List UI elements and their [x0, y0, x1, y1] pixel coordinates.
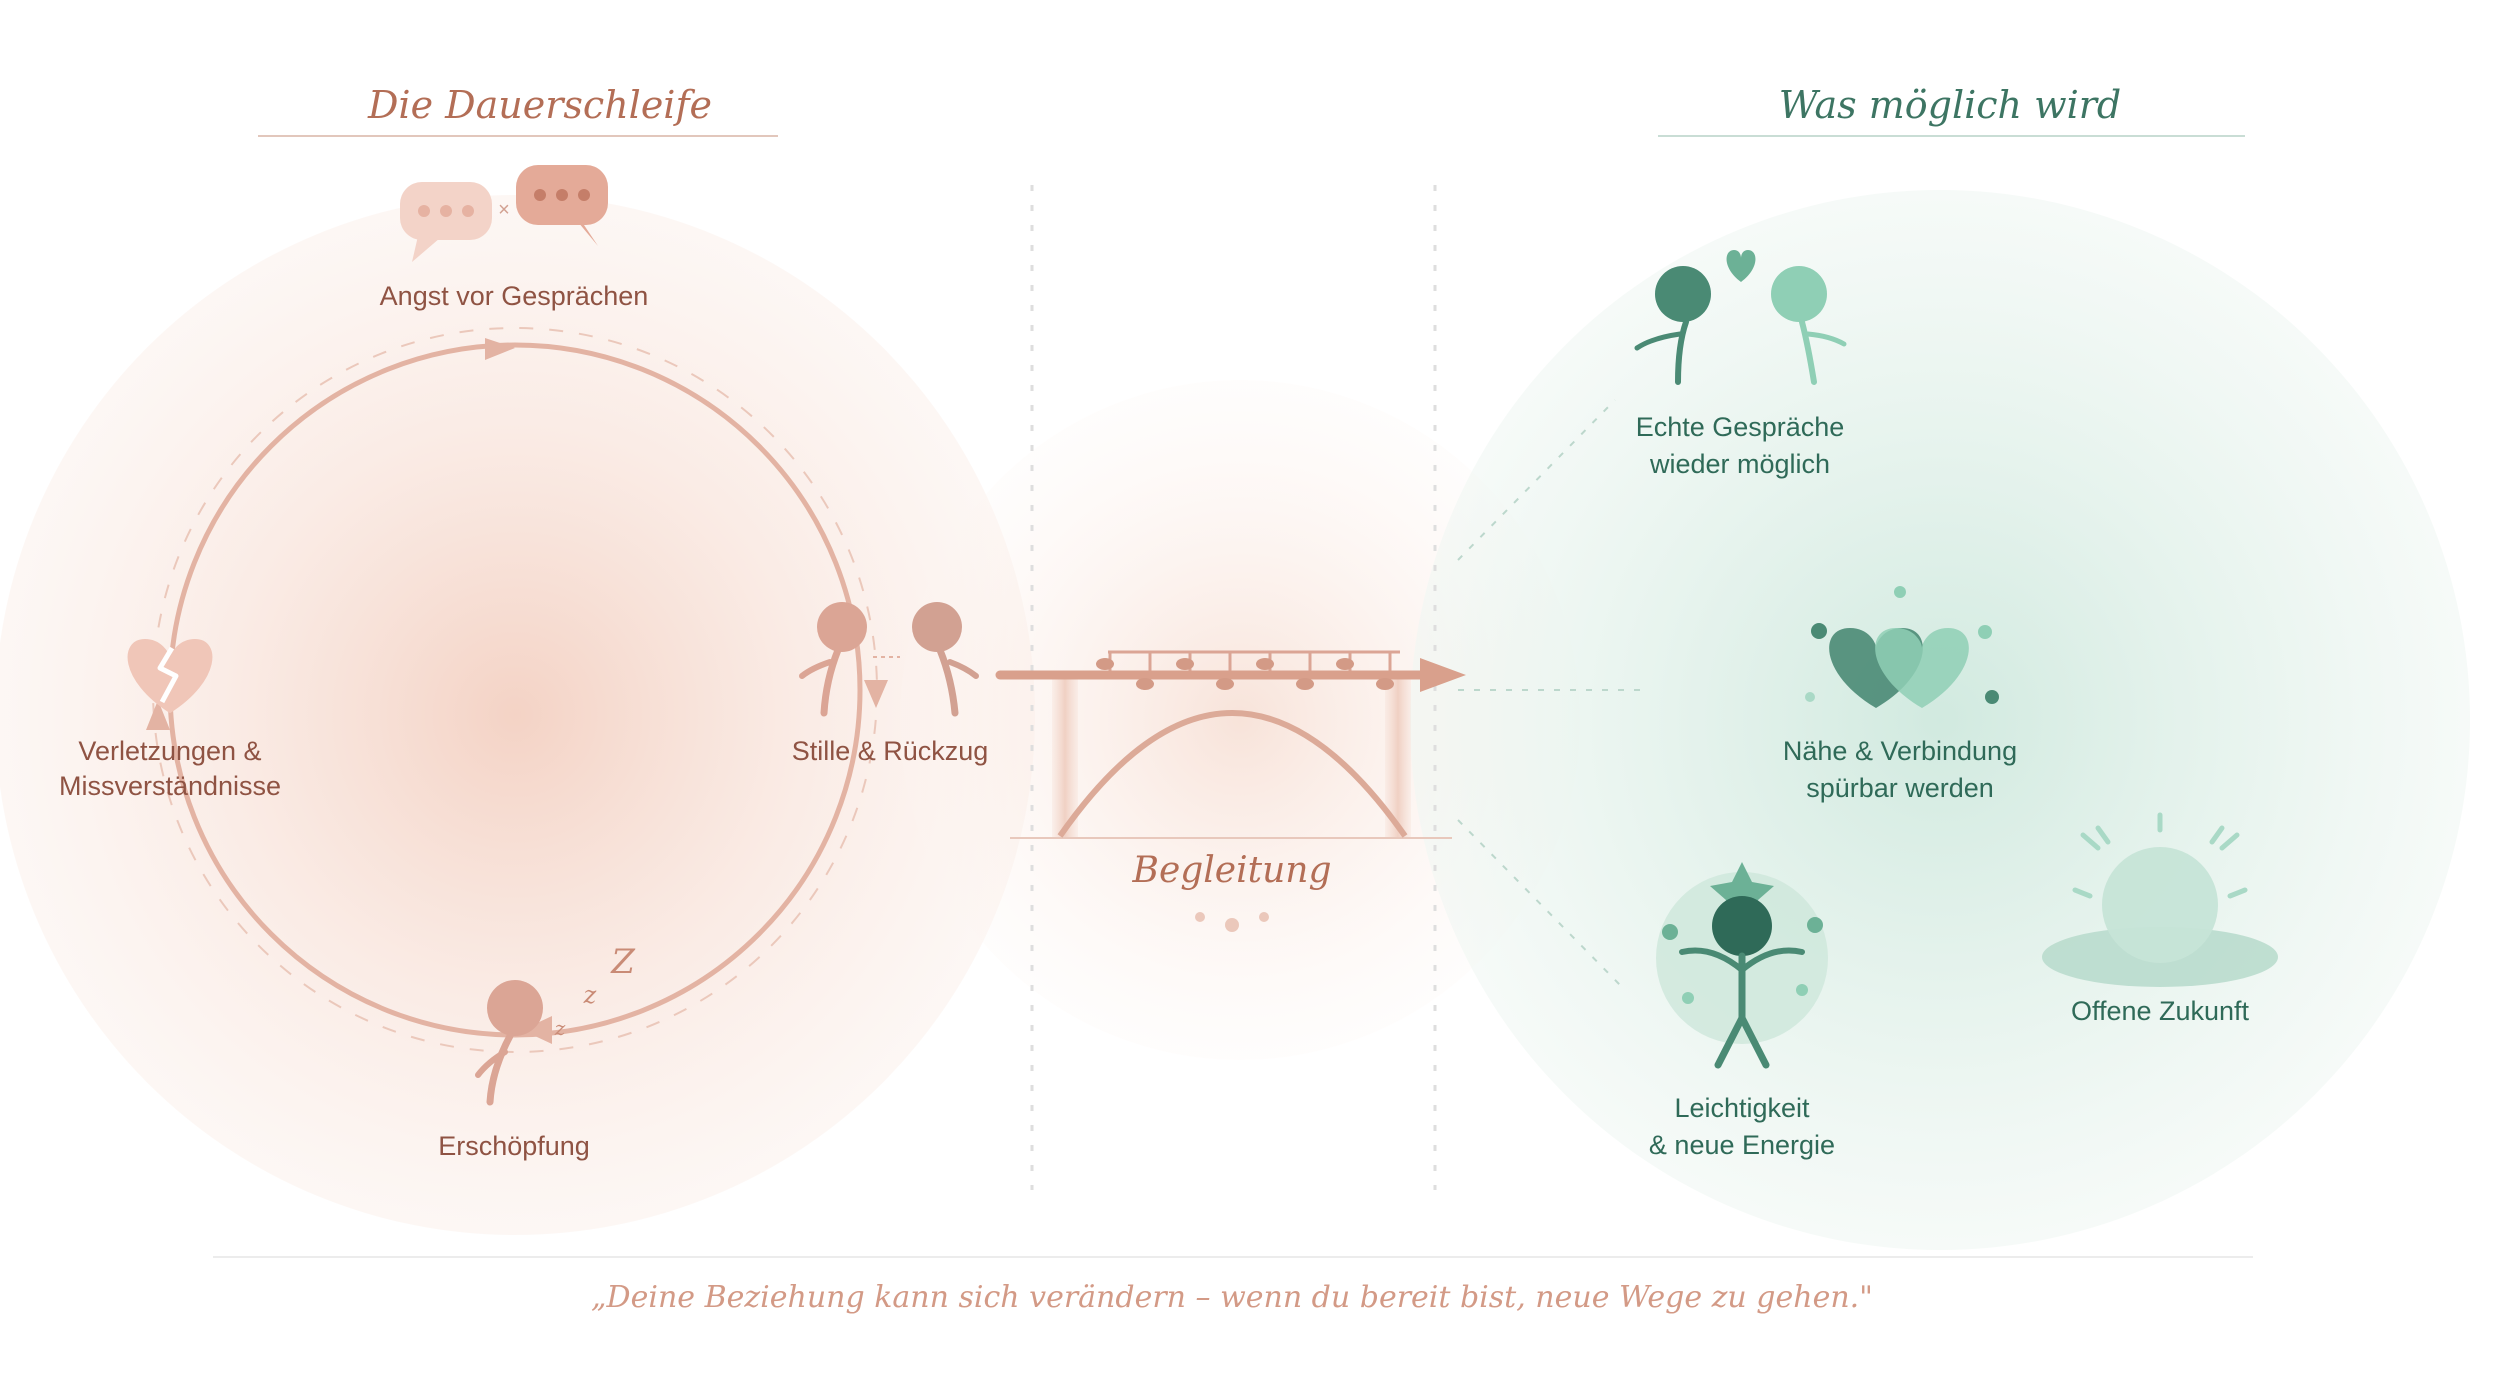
small-heart-icon: [1726, 250, 1756, 282]
outcome-conversations-line1: Echte Gespräche: [1636, 412, 1845, 442]
speech-bubbles-icon: ×: [400, 165, 608, 262]
arrow-top-icon: [485, 338, 515, 360]
svg-text:×: ×: [498, 199, 510, 221]
bridge-icon: [995, 650, 1466, 839]
bridge-dots: [1195, 912, 1269, 932]
arrow-right-icon: [864, 680, 888, 708]
middle-glow: [900, 380, 1580, 1060]
right-title: Was möglich wird: [1779, 83, 2122, 127]
stage-label-top: Angst vor Gesprächen: [380, 281, 649, 311]
right-glow: [1410, 190, 2470, 1250]
connected-figures-icon: [1634, 266, 1847, 385]
outcome-connectors: [1457, 399, 1640, 986]
arrow-left-icon: [146, 700, 170, 730]
stage-label-right: Stille & Rückzug: [792, 736, 989, 766]
stage-label-left-line1: Verletzungen &: [78, 736, 261, 766]
outcome-closeness-line2: spürbar werden: [1806, 773, 1994, 803]
outcome-lightness-line2: & neue Energie: [1649, 1130, 1835, 1160]
outcome-closeness-line1: Nähe & Verbindung: [1783, 736, 2017, 766]
broken-heart-icon: [127, 638, 213, 714]
sleep-letter-large: Z: [610, 942, 636, 982]
sunrise-icon: [2042, 812, 2278, 987]
sleep-letter-medium: z: [583, 981, 597, 1009]
sleep-letter-small: z: [554, 1016, 566, 1040]
arrow-bottom-icon: [522, 1016, 552, 1044]
energized-figure-icon: [1656, 862, 1828, 1069]
left-title: Die Dauerschleife: [367, 83, 712, 127]
footer-quote: „Deine Beziehung kann sich verändern – w…: [591, 1280, 1873, 1315]
stage-label-bottom: Erschöpfung: [438, 1131, 590, 1161]
outcome-lightness-line1: Leichtigkeit: [1674, 1093, 1810, 1123]
outcome-future-label: Offene Zukunft: [2071, 996, 2250, 1026]
bridge-label: Begleitung: [1131, 850, 1331, 891]
outcome-conversations-line2: wieder möglich: [1649, 449, 1830, 479]
stage-label-left-line2: Missverständnisse: [59, 771, 281, 801]
left-glow: [0, 195, 1035, 1235]
overlapping-hearts-icon: [1805, 586, 1999, 708]
tired-figure-icon: [475, 980, 543, 1106]
withdrawn-figures-icon: [799, 602, 979, 717]
